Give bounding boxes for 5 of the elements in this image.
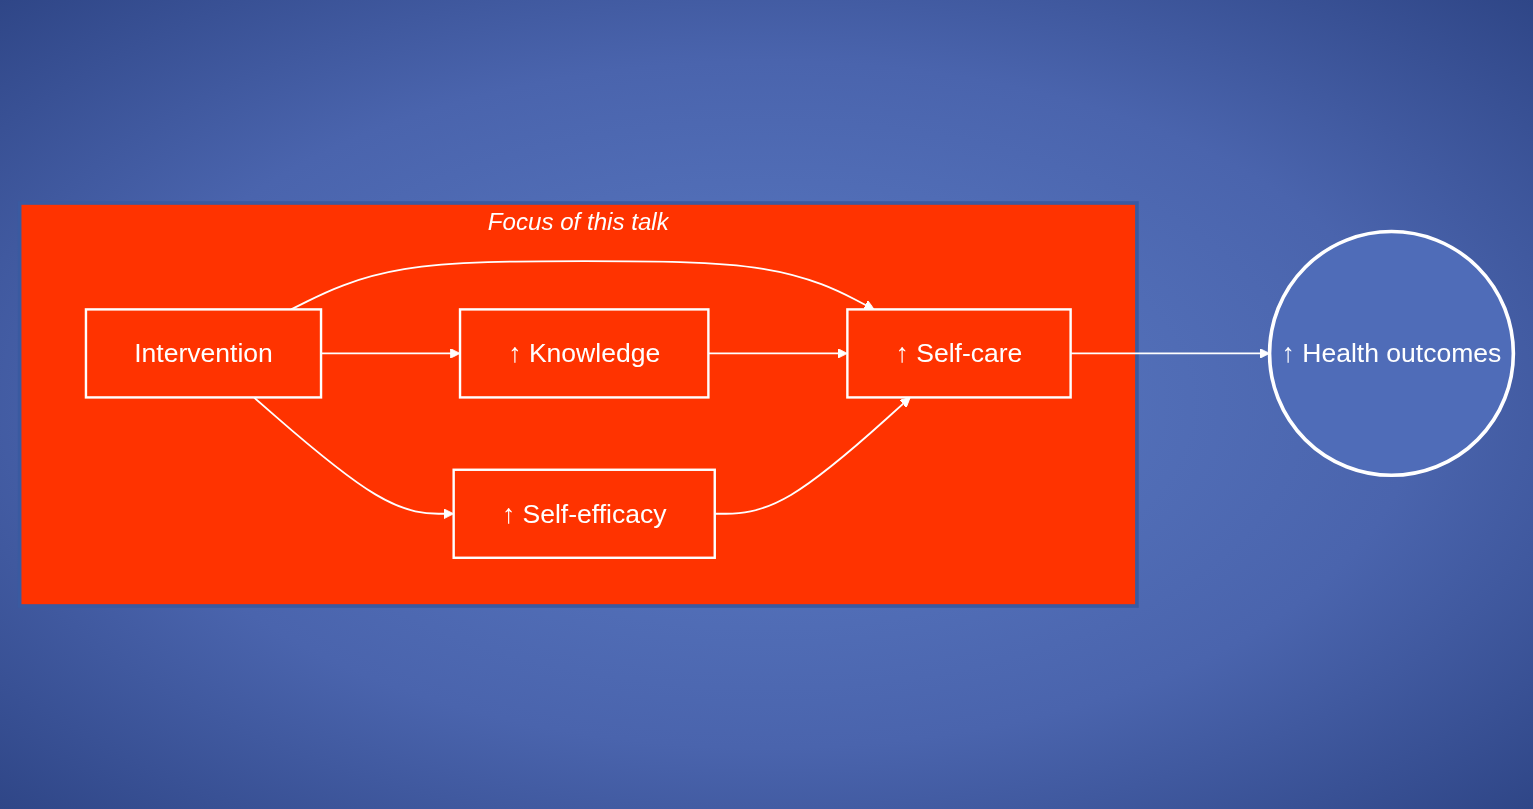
node-box: ↑ Self-efficacy [452,468,716,559]
node-circle: ↑ Health outcomes [1267,229,1516,478]
node-box: ↑ Self-care [846,308,1072,399]
node-box: Intervention [84,308,323,399]
node-box: ↑ Knowledge [458,308,710,399]
